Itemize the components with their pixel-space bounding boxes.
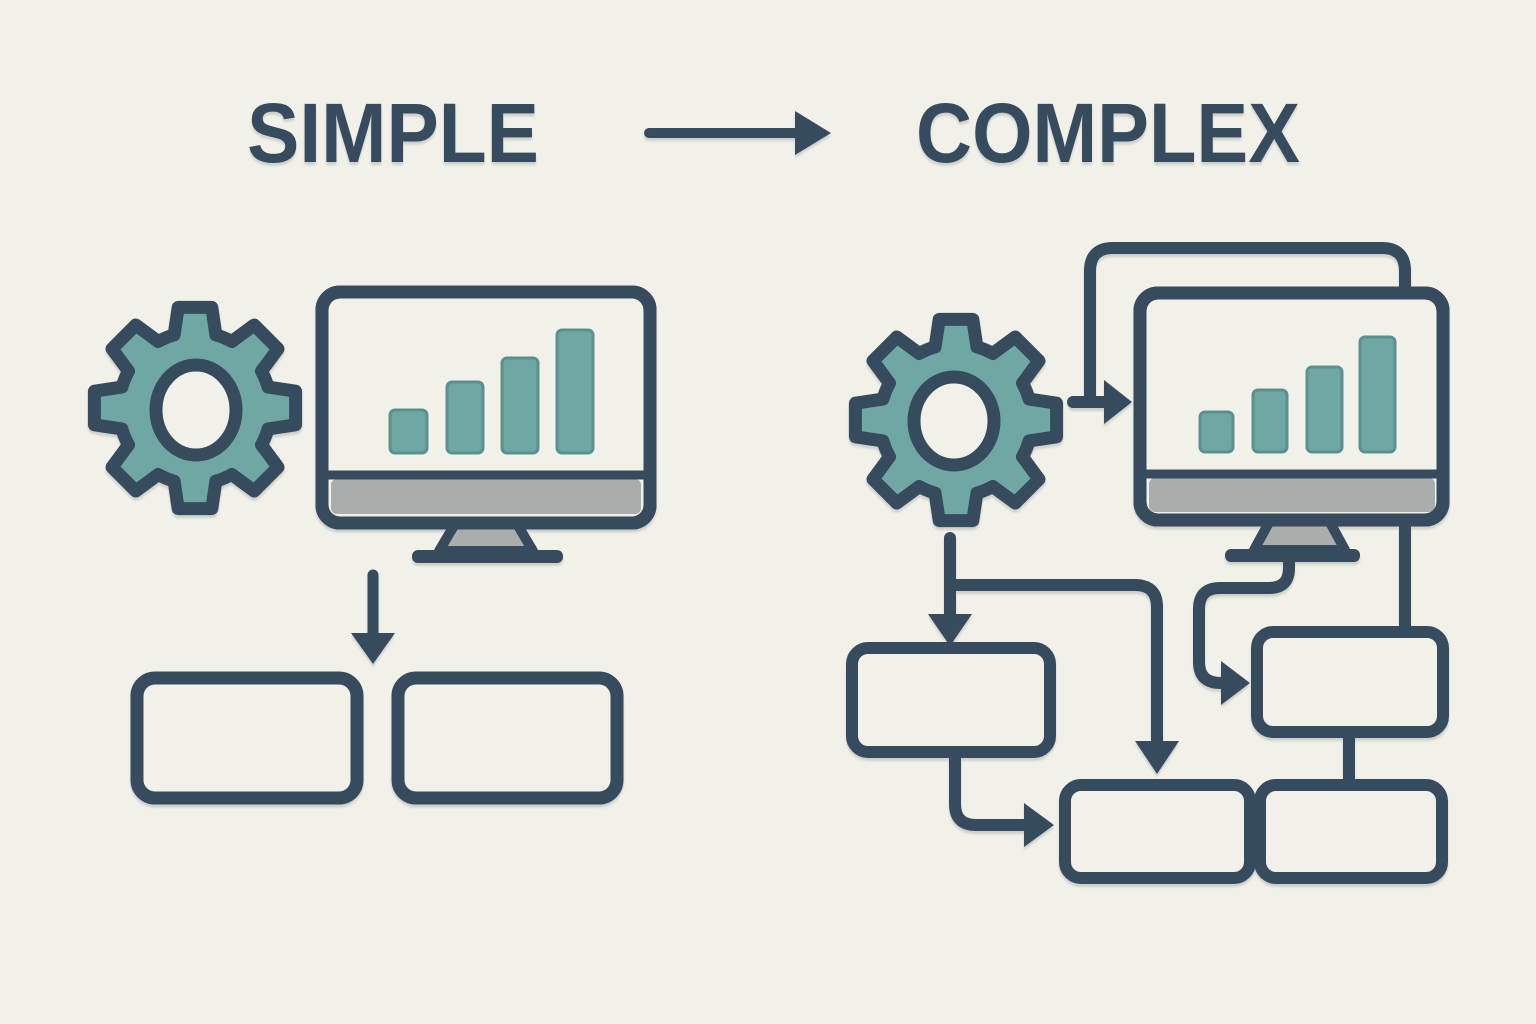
- gear-hole: [907, 370, 1001, 472]
- chart-bar-2: [445, 380, 485, 455]
- complex-title: COMPLEX: [916, 86, 1300, 180]
- complex-box-3: [1254, 779, 1448, 884]
- chart-bar-1: [1198, 410, 1235, 454]
- monitor-chart-icon: [315, 285, 657, 563]
- simple-box-2: [391, 671, 624, 805]
- elbow-path: [949, 752, 1024, 831]
- arrow-head: [1221, 661, 1250, 705]
- gear-hole: [149, 358, 243, 462]
- chart-bar-4: [1358, 335, 1397, 454]
- monitor-bezel: [1149, 478, 1435, 512]
- chart-bar-3: [500, 356, 540, 455]
- monitor-base: [412, 550, 563, 563]
- box1-to-box2-line: [949, 752, 1054, 847]
- simple-panel: [87, 285, 657, 805]
- header: SIMPLE COMPLEX: [247, 86, 1300, 180]
- monitor-base: [1225, 549, 1360, 562]
- stand-loop-line: [1193, 556, 1295, 705]
- chart-bar-3: [1305, 365, 1344, 454]
- arrow-head: [795, 111, 831, 155]
- arrow-head: [1104, 380, 1132, 424]
- simple-box-1: [130, 671, 364, 805]
- chart-bar-4: [555, 328, 595, 455]
- monitor-chart-icon: [1133, 286, 1450, 562]
- simple-title: SIMPLE: [247, 86, 539, 180]
- complex-box-1: [846, 642, 1056, 758]
- complex-box-2: [1059, 779, 1256, 884]
- transition-arrow-icon: [644, 111, 831, 155]
- gear-icon: [848, 312, 1064, 528]
- monitor-frame-stroke: [1133, 286, 1450, 527]
- loop-path: [1193, 556, 1295, 689]
- chart-bar-1: [388, 408, 429, 455]
- feedback-loop-line: [1067, 242, 1411, 637]
- bar-chart-icon: [388, 328, 595, 455]
- flow-arrow-down-icon: [351, 569, 395, 664]
- arrow-head: [351, 633, 395, 664]
- arrow-head-box2: [1135, 741, 1179, 774]
- arrow-head: [1024, 803, 1054, 847]
- arrow-head-box1: [928, 614, 972, 646]
- complex-box-a: [1251, 626, 1449, 738]
- bar-chart-icon: [1198, 335, 1397, 454]
- monitor-frame-stroke: [315, 285, 657, 530]
- gear-flow-lines: [928, 532, 1179, 774]
- chart-bar-2: [1251, 388, 1289, 454]
- gear-icon: [87, 300, 303, 516]
- loop-path: [1084, 242, 1411, 637]
- monitor-bezel: [331, 479, 641, 514]
- complex-panel: [846, 242, 1450, 884]
- branch-path: [950, 579, 1163, 743]
